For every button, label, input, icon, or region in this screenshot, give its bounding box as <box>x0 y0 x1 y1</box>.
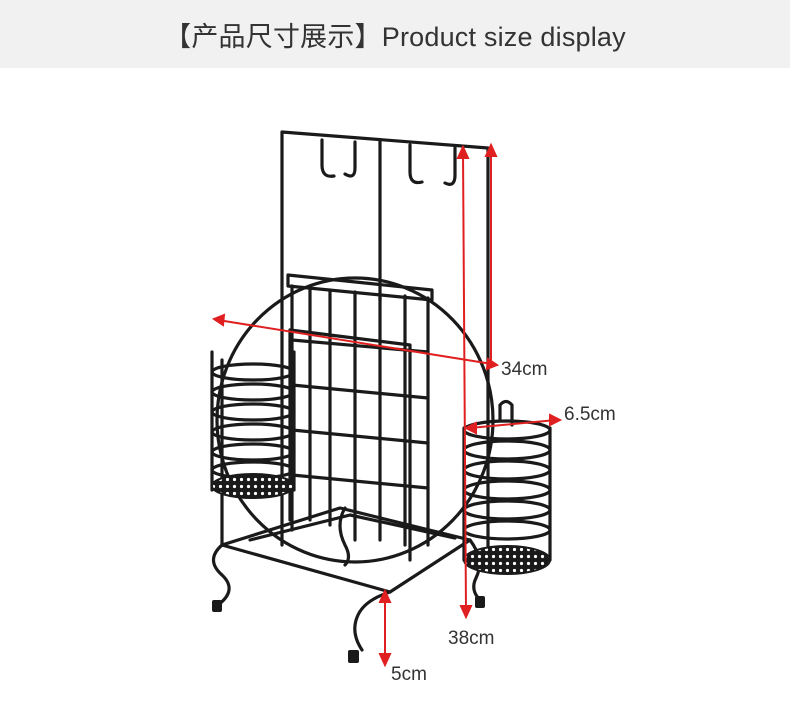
utensil-rack <box>210 130 552 652</box>
width-label: 34cm <box>501 359 548 380</box>
height-label: 38cm <box>448 628 495 649</box>
foot-label: 5cm <box>391 664 427 685</box>
left-cup-base <box>211 473 295 499</box>
rack-feet <box>212 596 485 663</box>
dimension-lines <box>211 142 563 668</box>
page-header: 【产品尺寸展示】Product size display <box>0 0 790 68</box>
cup-diameter-label: 6.5cm <box>564 404 616 425</box>
product-photo <box>210 130 563 668</box>
header-title: 【产品尺寸展示】Product size display <box>164 21 626 52</box>
right-cup-base <box>463 545 551 575</box>
